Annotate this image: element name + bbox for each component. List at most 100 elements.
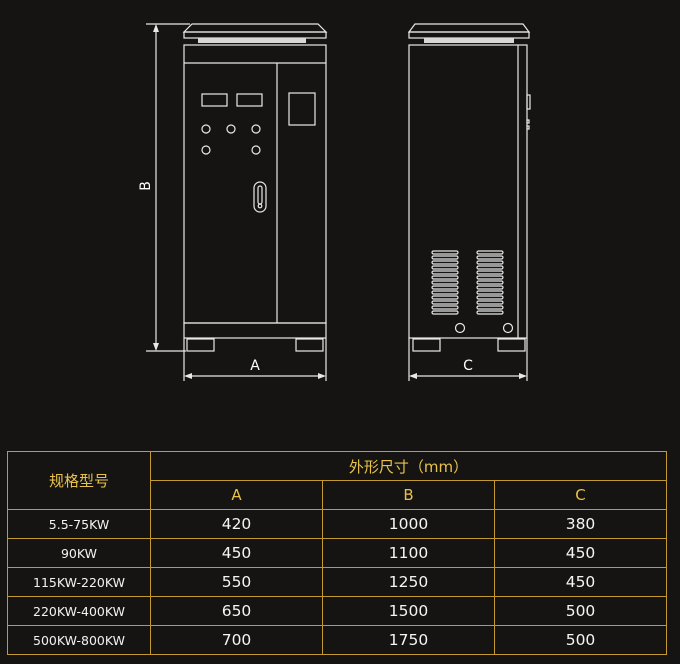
value-cell-c: 500	[494, 625, 667, 655]
louvre-slat	[431, 305, 459, 310]
value-cell-a: 650	[150, 596, 323, 626]
side-roof-lip	[408, 31, 530, 39]
louvre-slat	[431, 275, 459, 280]
dimension-a-arrow-left	[184, 373, 192, 379]
dimension-c-arrow-right	[519, 373, 527, 379]
side-hinge	[526, 94, 531, 110]
louvre-slat	[476, 310, 504, 315]
louvre-slat	[476, 265, 504, 270]
louvre-slat	[431, 280, 459, 285]
front-roof-plate	[182, 23, 328, 33]
front-door-handle-inner	[257, 185, 263, 205]
front-indicator-light	[201, 124, 211, 134]
model-cell: 500KW-800KW	[7, 625, 151, 655]
dimension-label-b: B	[138, 181, 154, 191]
front-left-foot	[186, 338, 215, 352]
value-cell-c: 380	[494, 509, 667, 539]
louvre-slat	[476, 250, 504, 255]
louvre-slat	[476, 255, 504, 260]
side-bottom-hole	[454, 322, 466, 334]
front-display-window	[288, 92, 316, 126]
front-door-handle	[253, 181, 267, 213]
louvre-slat	[476, 280, 504, 285]
value-cell-b: 1100	[322, 538, 495, 568]
value-cell-b: 1250	[322, 567, 495, 597]
value-cell-c: 500	[494, 596, 667, 626]
side-top-vent-strip	[424, 38, 514, 43]
front-indicator-light	[251, 124, 261, 134]
value-cell-b: 1000	[322, 509, 495, 539]
dimension-b-arrow-top	[153, 24, 159, 32]
louvre-slat	[431, 270, 459, 275]
model-cell: 5.5-75KW	[7, 509, 151, 539]
model-cell: 90KW	[7, 538, 151, 568]
front-right-foot	[295, 338, 324, 352]
column-header-a: A	[150, 480, 323, 510]
louvre-slat	[476, 260, 504, 265]
side-left-foot	[412, 338, 441, 352]
louvre-slat	[476, 275, 504, 280]
louvre-slat	[476, 295, 504, 300]
louvre-slat	[476, 305, 504, 310]
side-roof-plate	[407, 23, 531, 33]
model-cell: 220KW-400KW	[7, 596, 151, 626]
louvre-slat	[431, 260, 459, 265]
value-cell-b: 1500	[322, 596, 495, 626]
front-meter-right	[236, 93, 263, 107]
column-header-b: B	[322, 480, 495, 510]
side-cabinet-body	[408, 44, 528, 339]
value-cell-c: 450	[494, 538, 667, 568]
dimension-b-arrow-bottom	[153, 343, 159, 351]
louvre-slat	[431, 290, 459, 295]
value-cell-b: 1750	[322, 625, 495, 655]
louvre-slat	[476, 270, 504, 275]
louvre-slat	[476, 285, 504, 290]
front-indicator-light	[201, 145, 211, 155]
cabinet-drawing: B A C	[138, 23, 531, 381]
louvre-slat	[431, 255, 459, 260]
dimension-c-arrow-left	[409, 373, 417, 379]
side-right-foot	[497, 338, 526, 352]
side-view	[407, 23, 531, 352]
size-group-header: 外形尺寸（mm）	[150, 451, 667, 481]
side-louvre-right	[476, 250, 504, 315]
front-top-vent-strip	[198, 38, 306, 43]
front-indicator-light	[226, 124, 236, 134]
dimension-label-c: C	[463, 358, 473, 374]
dimension-c	[408, 338, 528, 381]
value-cell-a: 450	[150, 538, 323, 568]
table-subheader-row: A B C	[8, 480, 667, 510]
model-column-header: 规格型号	[7, 451, 151, 510]
louvre-slat	[431, 265, 459, 270]
dimension-label-a: A	[250, 358, 260, 374]
side-bottom-hole	[502, 322, 514, 334]
front-roof-lip	[183, 31, 327, 39]
column-header-c: C	[494, 480, 667, 510]
side-latch	[526, 125, 530, 130]
value-cell-a: 550	[150, 567, 323, 597]
dimension-a-arrow-right	[318, 373, 326, 379]
dimension-a	[183, 338, 327, 381]
value-cell-c: 450	[494, 567, 667, 597]
front-meter-left	[201, 93, 228, 107]
louvre-slat	[431, 250, 459, 255]
front-indicator-light	[251, 145, 261, 155]
value-cell-a: 420	[150, 509, 323, 539]
louvre-slat	[431, 300, 459, 305]
value-cell-a: 700	[150, 625, 323, 655]
dimension-b	[146, 23, 190, 352]
louvre-slat	[476, 290, 504, 295]
louvre-slat	[431, 295, 459, 300]
table-header-row: 规格型号 外形尺寸（mm）	[7, 451, 667, 510]
front-door-lock	[257, 203, 263, 209]
front-plinth	[183, 322, 327, 339]
louvre-slat	[431, 310, 459, 315]
side-latch	[526, 119, 530, 124]
model-cell: 115KW-220KW	[7, 567, 151, 597]
